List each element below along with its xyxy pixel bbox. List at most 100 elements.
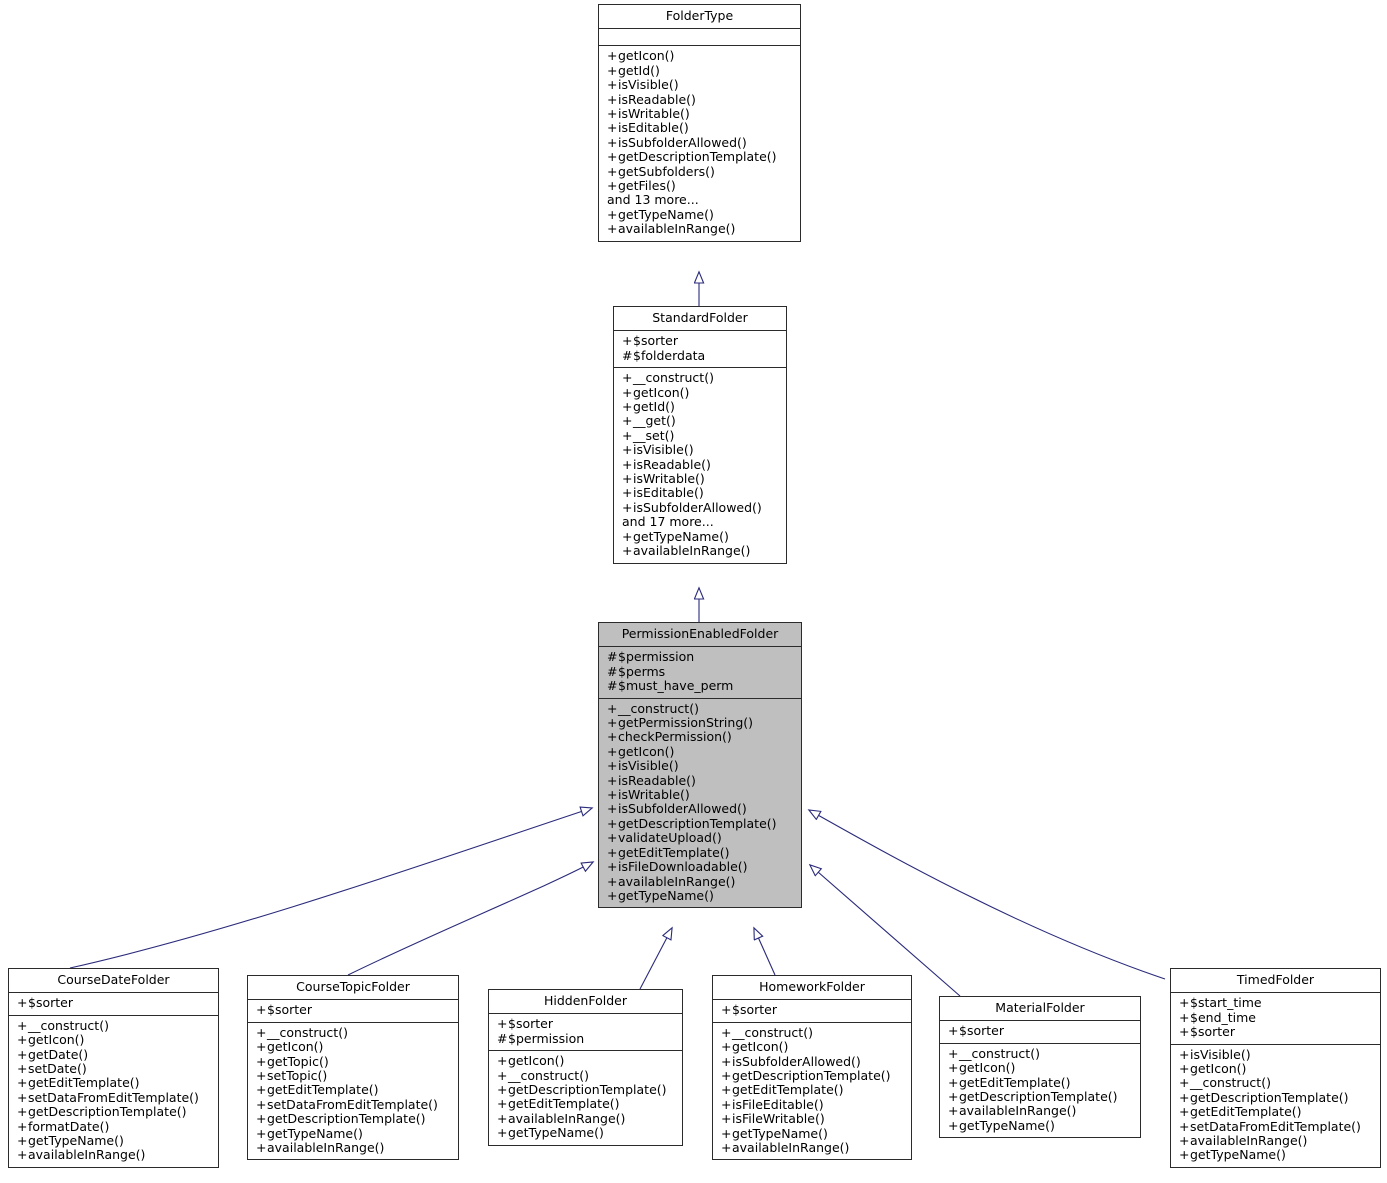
class-box-coursedatefolder[interactable]: CourseDateFolder+$sorter+__construct()+g… bbox=[8, 968, 219, 1168]
operation-row: +getIcon() bbox=[489, 1053, 682, 1068]
operation-row: +availableInRange() bbox=[940, 1103, 1140, 1119]
visibility-marker: + bbox=[1179, 1075, 1190, 1091]
class-name: MaterialFolder bbox=[940, 997, 1140, 1022]
operation-row: +setTopic() bbox=[248, 1068, 458, 1084]
attributes-compartment: +$sorter bbox=[713, 1000, 911, 1023]
visibility-marker: + bbox=[721, 1125, 732, 1141]
member-label: __construct() bbox=[28, 1017, 109, 1033]
visibility-marker: + bbox=[721, 1002, 732, 1018]
member-label: getDescriptionTemplate() bbox=[732, 1068, 891, 1084]
class-box-standardfolder[interactable]: StandardFolder+$sorter#$folderdata+__con… bbox=[613, 306, 787, 564]
visibility-marker: + bbox=[622, 528, 633, 544]
member-label: $sorter bbox=[508, 1016, 553, 1032]
visibility-marker: # bbox=[497, 1030, 508, 1046]
member-label: isFileWritable() bbox=[732, 1111, 825, 1127]
attributes-compartment: #$permission#$perms#$must_have_perm bbox=[599, 647, 801, 699]
generalization-edge-homeworkfolder-to-permissionenabledfolder bbox=[754, 928, 776, 976]
operation-row: +getTypeName() bbox=[248, 1125, 458, 1141]
operation-row: +__construct() bbox=[940, 1046, 1140, 1061]
member-label: getTypeName() bbox=[618, 206, 714, 222]
visibility-marker: + bbox=[607, 830, 618, 846]
operation-row: +getIcon() bbox=[9, 1032, 218, 1047]
operation-row: +isSubfolderAllowed() bbox=[713, 1054, 911, 1069]
visibility-marker: + bbox=[622, 471, 633, 487]
visibility-marker: + bbox=[497, 1016, 508, 1032]
operation-row: +getTypeName() bbox=[489, 1125, 682, 1141]
operation-row: +getTypeName() bbox=[614, 528, 786, 544]
member-label: setTopic() bbox=[267, 1068, 328, 1084]
member-label: isFileEditable() bbox=[732, 1096, 824, 1112]
operation-row: +getPermissionString() bbox=[599, 715, 801, 731]
attributes-compartment: +$sorter#$folderdata bbox=[614, 331, 786, 369]
visibility-marker: + bbox=[622, 543, 633, 559]
member-label: getPermissionString() bbox=[618, 715, 754, 731]
operation-row: +isFileEditable() bbox=[713, 1096, 911, 1112]
class-box-coursetopicfolder[interactable]: CourseTopicFolder+$sorter+__construct()+… bbox=[247, 975, 459, 1161]
visibility-marker: + bbox=[256, 1082, 267, 1098]
visibility-marker: # bbox=[622, 347, 633, 363]
member-label: __set() bbox=[633, 427, 675, 443]
member-label: getIcon() bbox=[959, 1060, 1016, 1076]
member-label: isWritable() bbox=[633, 471, 705, 487]
operation-row: +isFileWritable() bbox=[713, 1111, 911, 1127]
member-label: getTypeName() bbox=[732, 1125, 828, 1141]
operation-row: +isSubfolderAllowed() bbox=[599, 135, 800, 150]
visibility-marker: + bbox=[256, 1125, 267, 1141]
class-box-materialfolder[interactable]: MaterialFolder+$sorter+__construct()+get… bbox=[939, 996, 1141, 1139]
operation-row: +availableInRange() bbox=[599, 221, 800, 236]
attribute-row: +$sorter bbox=[1171, 1024, 1380, 1040]
member-label: $must_have_perm bbox=[618, 678, 734, 694]
attributes-compartment: +$sorter bbox=[940, 1021, 1140, 1044]
operation-row: +isReadable() bbox=[599, 92, 800, 107]
class-name: TimedFolder bbox=[1171, 969, 1380, 994]
member-label: getIcon() bbox=[618, 48, 675, 64]
visibility-marker: + bbox=[497, 1096, 508, 1112]
operation-row: +isEditable() bbox=[599, 121, 800, 136]
class-box-hiddenfolder[interactable]: HiddenFolder+$sorter#$permission+getIcon… bbox=[488, 989, 683, 1146]
member-label: __construct() bbox=[633, 370, 714, 386]
visibility-marker: + bbox=[1179, 1147, 1190, 1163]
visibility-marker: + bbox=[622, 370, 633, 386]
member-label: isFileDownloadable() bbox=[618, 859, 748, 875]
member-label: availableInRange() bbox=[28, 1147, 146, 1163]
class-box-homeworkfolder[interactable]: HomeworkFolder+$sorter+__construct()+get… bbox=[712, 975, 912, 1161]
class-box-foldertype[interactable]: FolderType+getIcon()+getId()+isVisible()… bbox=[598, 4, 801, 242]
attribute-row: #$permission bbox=[599, 649, 801, 664]
class-box-permissionenabledfolder[interactable]: PermissionEnabledFolder#$permission#$per… bbox=[598, 622, 802, 909]
visibility-marker: + bbox=[497, 1067, 508, 1083]
member-label: getEditTemplate() bbox=[618, 844, 730, 860]
operation-row: +getDate() bbox=[9, 1047, 218, 1062]
class-name: StandardFolder bbox=[614, 307, 786, 332]
visibility-marker: + bbox=[607, 859, 618, 875]
operation-row: +getTypeName() bbox=[1171, 1147, 1380, 1163]
operation-row: +isFileDownloadable() bbox=[599, 859, 801, 875]
visibility-marker: # bbox=[607, 678, 618, 694]
operation-row: +__set() bbox=[614, 427, 786, 443]
visibility-marker: + bbox=[17, 1104, 28, 1120]
visibility-marker: + bbox=[1179, 995, 1190, 1011]
operation-row: +isSubfolderAllowed() bbox=[599, 802, 801, 817]
class-box-timedfolder[interactable]: TimedFolder+$start_time+$end_time+$sorte… bbox=[1170, 968, 1381, 1168]
operation-row: +getEditTemplate() bbox=[9, 1076, 218, 1091]
visibility-marker: + bbox=[17, 1061, 28, 1077]
member-label: $sorter bbox=[1190, 1024, 1235, 1040]
member-label: availableInRange() bbox=[959, 1103, 1077, 1119]
visibility-marker: + bbox=[607, 787, 618, 803]
member-label: validateUpload() bbox=[618, 830, 722, 846]
operation-row: +getIcon() bbox=[940, 1060, 1140, 1076]
visibility-marker: + bbox=[948, 1117, 959, 1133]
visibility-marker: + bbox=[607, 743, 618, 759]
member-label: setDate() bbox=[28, 1061, 87, 1077]
visibility-marker: + bbox=[17, 1118, 28, 1134]
operation-row: +getDescriptionTemplate() bbox=[599, 149, 800, 164]
visibility-marker: + bbox=[256, 1111, 267, 1127]
member-label: availableInRange() bbox=[732, 1140, 850, 1156]
visibility-marker: + bbox=[948, 1089, 959, 1105]
visibility-marker: + bbox=[607, 106, 618, 122]
visibility-marker: + bbox=[622, 427, 633, 443]
visibility-marker: + bbox=[607, 77, 618, 93]
member-label: $folderdata bbox=[633, 347, 706, 363]
operations-compartment: +isVisible()+getIcon()+__construct()+get… bbox=[1171, 1045, 1380, 1167]
visibility-marker: + bbox=[497, 1125, 508, 1141]
operation-row: +__construct() bbox=[614, 370, 786, 386]
